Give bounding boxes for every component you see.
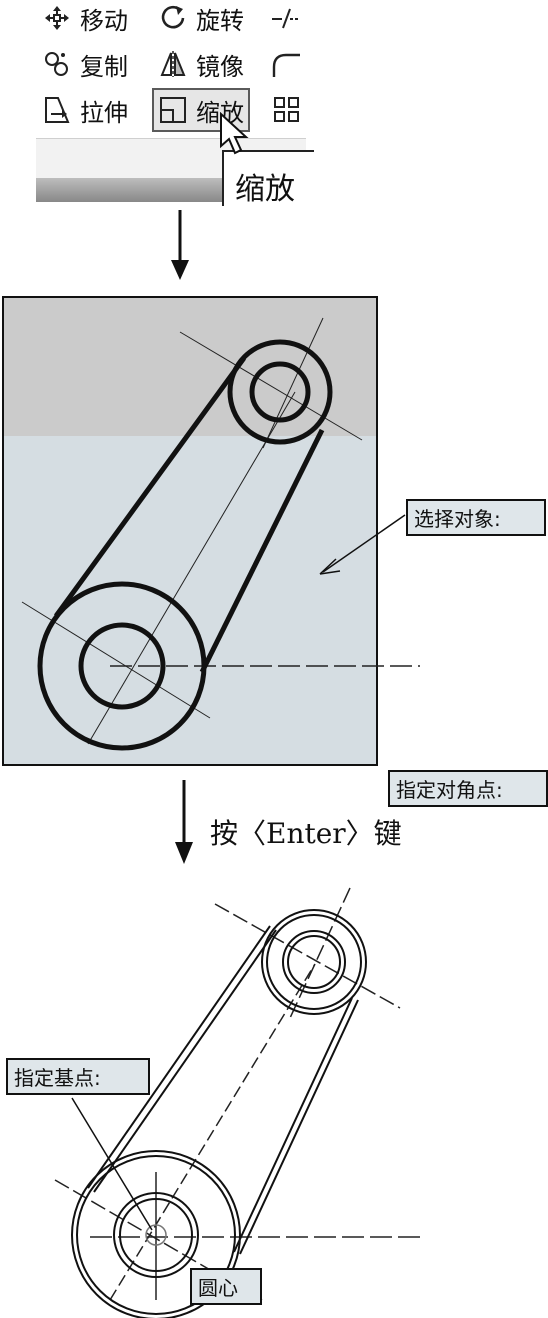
- copy-tool[interactable]: 复制: [42, 44, 128, 84]
- drawing-viewport-selection[interactable]: [2, 296, 378, 766]
- mouse-cursor-icon: [220, 112, 249, 155]
- mirror-tool[interactable]: 镜像: [158, 44, 244, 84]
- down-arrow-icon: [171, 210, 189, 280]
- snap-tooltip-center: 圆心: [190, 1268, 262, 1305]
- trim-tool[interactable]: [270, 0, 300, 38]
- mirror-icon: [160, 51, 186, 77]
- array-icon: [274, 97, 299, 122]
- tooltip-text: 缩放: [235, 172, 295, 207]
- modify-toolbar: 移动 旋转 复制 镜像: [0, 0, 548, 207]
- stretch-tool[interactable]: 拉伸: [42, 90, 128, 130]
- array-tool[interactable]: [272, 90, 302, 130]
- scale-icon: [160, 97, 186, 123]
- move-label: 移动: [80, 6, 128, 35]
- fillet-icon: [272, 53, 300, 77]
- move-tool[interactable]: 移动: [42, 0, 128, 38]
- link-drawing-selected: [21, 317, 420, 751]
- rotate-label: 旋转: [196, 6, 244, 35]
- tooltip-box: [222, 150, 314, 206]
- trim-icon: [272, 8, 298, 29]
- prompt-specify-opposite-corner: 指定对角点:: [388, 770, 548, 807]
- copy-label: 复制: [80, 52, 128, 81]
- copy-icon: [45, 52, 68, 76]
- mirror-label: 镜像: [196, 52, 244, 81]
- prompt-select-objects: 选择对象:: [406, 499, 546, 536]
- press-enter-label: 按〈Enter〉键: [210, 817, 402, 850]
- rotate-tool[interactable]: 旋转: [158, 0, 244, 38]
- fillet-tool[interactable]: [270, 44, 300, 84]
- prompt-specify-base-point: 指定基点:: [6, 1058, 150, 1095]
- down-arrow-icon: [175, 780, 193, 864]
- link-drawing-basepoint: [54, 887, 420, 1318]
- selection-window: [4, 298, 376, 436]
- stretch-label: 拉伸: [80, 98, 128, 127]
- rotate-icon: [161, 5, 185, 29]
- move-icon: [45, 6, 69, 30]
- stretch-icon: [45, 97, 70, 123]
